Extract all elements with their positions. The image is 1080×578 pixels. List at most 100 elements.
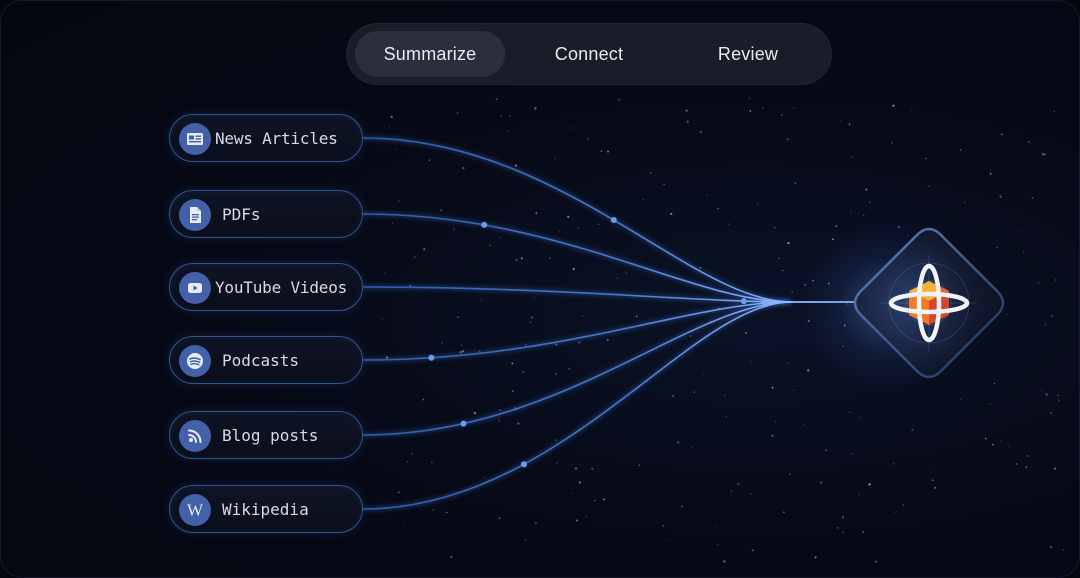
- star: [555, 462, 558, 464]
- star: [842, 531, 845, 534]
- star: [775, 421, 777, 423]
- star: [495, 98, 498, 101]
- star: [441, 341, 443, 344]
- star: [460, 344, 463, 346]
- star: [606, 338, 609, 342]
- star: [911, 428, 914, 431]
- star: [839, 120, 841, 122]
- star: [663, 183, 665, 186]
- star: [847, 303, 849, 305]
- star: [597, 223, 600, 225]
- star: [398, 200, 400, 202]
- star: [398, 491, 400, 494]
- star: [567, 215, 570, 218]
- connection-pulse-dot: [460, 420, 467, 427]
- star: [500, 115, 503, 117]
- star: [869, 201, 871, 203]
- star: [751, 549, 755, 552]
- star: [1005, 382, 1007, 383]
- star: [782, 269, 784, 272]
- star: [638, 464, 641, 467]
- star: [804, 283, 807, 286]
- source-wikipedia[interactable]: W Wikipedia: [169, 485, 363, 533]
- star: [749, 152, 751, 154]
- star: [1031, 197, 1034, 199]
- source-news-articles[interactable]: News Articles: [169, 114, 363, 162]
- star: [384, 272, 386, 274]
- star: [868, 483, 871, 486]
- document-icon: [179, 199, 211, 231]
- star: [929, 471, 931, 473]
- mode-tab-bar: Summarize Connect Review: [346, 23, 832, 85]
- star: [574, 467, 578, 470]
- star: [989, 403, 992, 405]
- star: [835, 225, 838, 228]
- star: [690, 445, 693, 448]
- star: [771, 386, 774, 389]
- star: [793, 107, 795, 109]
- star: [578, 218, 580, 220]
- star: [662, 524, 665, 527]
- star: [1003, 334, 1005, 336]
- star: [762, 107, 764, 109]
- star: [1026, 454, 1029, 457]
- source-label: Blog posts: [222, 426, 319, 445]
- star: [996, 246, 998, 249]
- star: [814, 556, 817, 559]
- star: [1044, 324, 1047, 326]
- star: [803, 424, 805, 426]
- star: [395, 149, 397, 151]
- star: [989, 172, 992, 175]
- star: [428, 159, 431, 161]
- connection-pulse-dot: [740, 298, 747, 305]
- star: [423, 248, 426, 251]
- star: [689, 335, 692, 338]
- source-youtube-videos[interactable]: YouTube Videos: [169, 263, 363, 311]
- source-podcasts[interactable]: Podcasts: [169, 336, 363, 384]
- star: [786, 138, 789, 141]
- star: [420, 508, 422, 510]
- source-label: Wikipedia: [222, 500, 309, 519]
- star: [522, 371, 525, 373]
- star: [787, 241, 790, 245]
- star: [1044, 153, 1046, 156]
- star: [582, 315, 584, 317]
- star: [727, 223, 730, 225]
- star: [1055, 279, 1057, 281]
- connection-line-glow: [362, 136, 792, 304]
- star: [391, 222, 394, 224]
- star: [992, 443, 994, 446]
- star: [390, 115, 393, 119]
- star: [908, 201, 910, 203]
- star: [452, 228, 455, 231]
- tab-review[interactable]: Review: [717, 43, 779, 64]
- star: [911, 109, 913, 111]
- star: [672, 395, 675, 398]
- star: [489, 244, 491, 247]
- star: [749, 492, 752, 495]
- star: [724, 394, 726, 397]
- source-blog-posts[interactable]: Blog posts: [169, 411, 363, 459]
- source-label: PDFs: [222, 205, 261, 224]
- star: [730, 490, 733, 493]
- star: [935, 184, 937, 186]
- source-pdfs[interactable]: PDFs: [169, 190, 363, 238]
- star: [607, 150, 609, 153]
- star: [534, 297, 536, 299]
- star: [717, 543, 719, 546]
- tab-summarize[interactable]: Summarize: [355, 31, 505, 77]
- star: [462, 166, 465, 170]
- star: [591, 467, 594, 471]
- connection-line-glow: [362, 300, 792, 511]
- tab-connect[interactable]: Connect: [554, 43, 624, 64]
- star: [570, 127, 572, 129]
- star: [524, 539, 527, 542]
- star: [432, 509, 434, 511]
- star: [509, 115, 511, 117]
- star: [686, 120, 689, 123]
- star: [473, 411, 477, 415]
- star: [932, 479, 934, 481]
- star: [404, 526, 406, 528]
